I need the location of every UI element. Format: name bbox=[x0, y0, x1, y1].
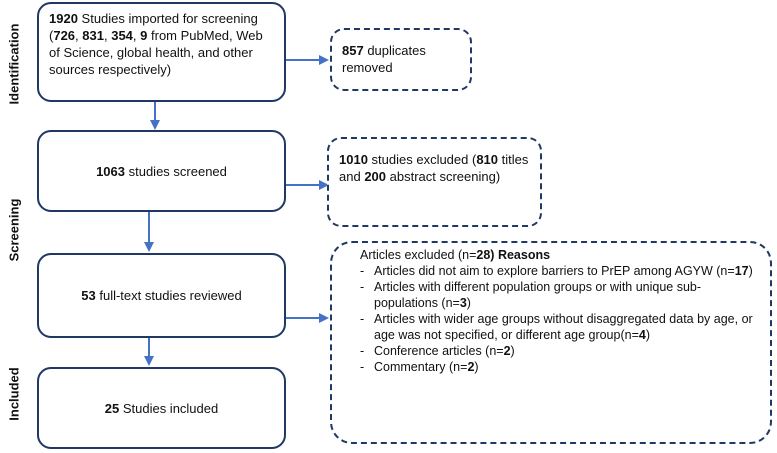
screened-box: 1063 studies screened bbox=[37, 130, 286, 212]
excluded-screening-box: 1010 studies excluded (810 titles and 20… bbox=[327, 137, 542, 227]
fulltext-box: 53 full-text studies reviewed bbox=[37, 253, 286, 338]
screened-text: 1063 studies screened bbox=[96, 163, 227, 179]
exclusion-reason: Articles did not aim to explore barriers… bbox=[360, 263, 758, 279]
excluded-fulltext-heading: Articles excluded (n=28) Reasons bbox=[360, 248, 551, 262]
imported-text: 1920 Studies imported for screening (726… bbox=[49, 11, 263, 77]
excluded-screening-text: 1010 studies excluded (810 titles and 20… bbox=[339, 152, 529, 184]
included-box: 25 Studies included bbox=[37, 367, 286, 449]
duplicates-text: 857 duplicates removed bbox=[342, 43, 426, 75]
exclusion-reason: Articles with wider age groups without d… bbox=[360, 311, 758, 343]
exclusion-reason: Articles with different population group… bbox=[360, 279, 758, 311]
fulltext-text: 53 full-text studies reviewed bbox=[81, 288, 242, 303]
imported-box: 1920 Studies imported for screening (726… bbox=[37, 2, 286, 102]
exclusion-reasons-list: Articles did not aim to explore barriers… bbox=[360, 263, 758, 375]
exclusion-reason: Commentary (n=2) bbox=[360, 359, 758, 375]
included-text: 25 Studies included bbox=[104, 400, 219, 416]
exclusion-reason: Conference articles (n=2) bbox=[360, 343, 758, 359]
duplicates-box: 857 duplicates removed bbox=[330, 28, 472, 91]
excluded-fulltext-box: Articles excluded (n=28) Reasons Article… bbox=[330, 241, 772, 444]
